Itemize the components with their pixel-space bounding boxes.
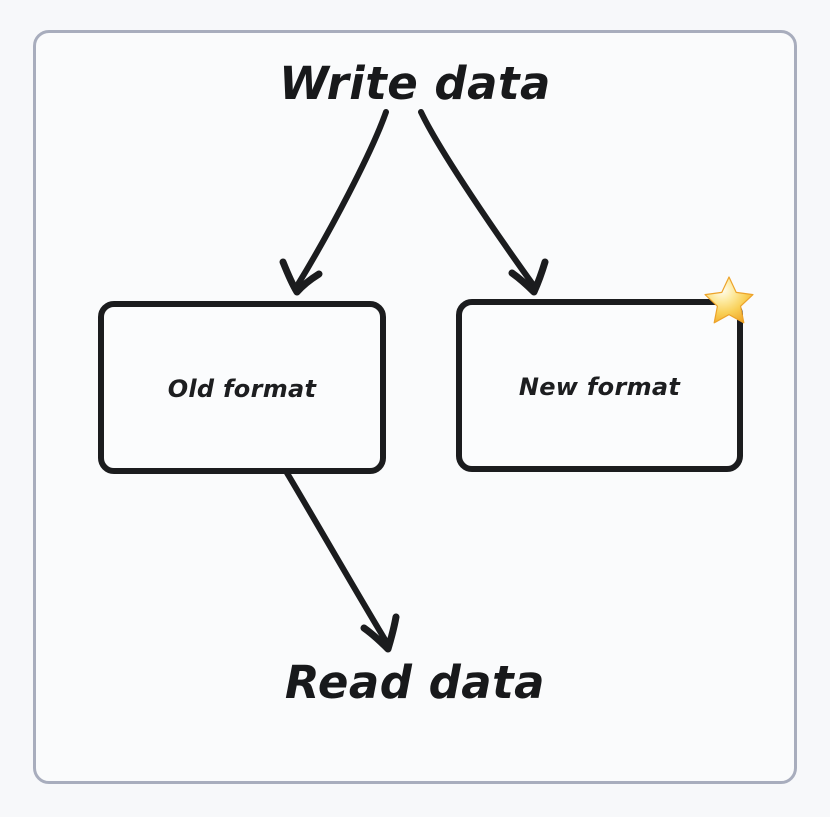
box-label-old-format: Old format <box>167 375 317 403</box>
arrow-write-to-new-format <box>418 109 549 296</box>
box-new-format[interactable] <box>456 299 743 472</box>
write-data-title: Write data <box>279 57 551 110</box>
arrow-write-to-old-format <box>279 109 389 296</box>
star-icon <box>704 276 754 324</box>
box-old-format[interactable] <box>98 301 386 474</box>
box-label-new-format: New format <box>518 373 681 401</box>
arrow-old-format-to-read <box>284 470 400 653</box>
read-data-title: Read data <box>284 656 546 709</box>
